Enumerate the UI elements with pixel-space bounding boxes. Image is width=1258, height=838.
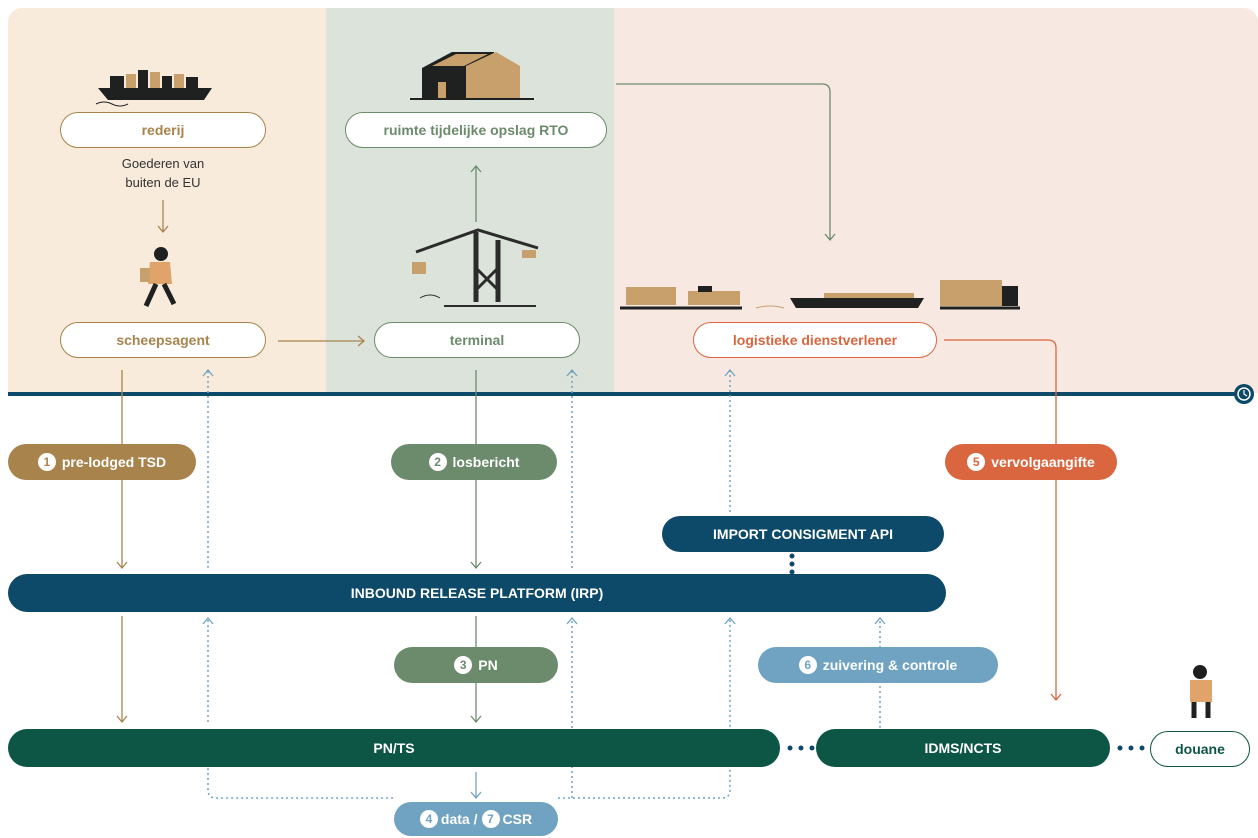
actor-rederij-label: rederij [141, 122, 185, 138]
step-4-label: data / [440, 811, 478, 827]
step-5-vervolgaangifte: 5 vervolgaangifte [945, 444, 1117, 480]
train-icon [620, 286, 742, 310]
ship-icon [95, 70, 212, 107]
step-7-number: 7 [481, 810, 500, 828]
system-irp: INBOUND RELEASE PLATFORM (IRP) [8, 574, 946, 612]
customs-officer-icon [1190, 665, 1212, 718]
system-import-consignment-api: IMPORT CONSIGMENT API [662, 516, 944, 552]
system-pnts: PN/TS [8, 729, 780, 767]
clock-icon [1234, 384, 1254, 404]
goods-note-line2: buiten de EU [125, 175, 201, 190]
actor-rto: ruimte tijdelijke opslag RTO [345, 112, 607, 148]
system-idms-ncts: IDMS/NCTS [816, 729, 1110, 767]
crane-icon [412, 228, 539, 307]
step-5-number: 5 [967, 453, 986, 471]
agent-icon [140, 247, 177, 308]
barge-icon [755, 293, 924, 309]
step-7-label: CSR [502, 811, 533, 827]
goods-note-line1: Goederen van [121, 156, 205, 171]
system-idms-label: IDMS/NCTS [924, 740, 1002, 756]
actor-rederij: rederij [60, 112, 266, 148]
actor-terminal: terminal [374, 322, 580, 358]
truck-icon [940, 280, 1020, 310]
step-1-label: pre-lodged TSD [61, 454, 167, 470]
system-irp-label: INBOUND RELEASE PLATFORM (IRP) [350, 585, 604, 601]
system-api-label: IMPORT CONSIGMENT API [713, 526, 893, 542]
warehouse-icon [410, 52, 534, 100]
step-2-number: 2 [428, 453, 447, 471]
step-6-zuivering-controle: 6 zuivering & controle [758, 647, 998, 683]
system-pnts-label: PN/TS [373, 740, 415, 756]
actor-scheepsagent: scheepsagent [60, 322, 266, 358]
step-6-number: 6 [798, 656, 817, 674]
step-4-number: 4 [419, 810, 438, 828]
actor-logistiek: logistieke dienstverlener [693, 322, 937, 358]
actor-douane: douane [1150, 731, 1250, 767]
goods-note: Goederen van buiten de EU [90, 154, 236, 192]
actor-logistiek-label: logistieke dienstverlener [732, 332, 898, 348]
actor-terminal-label: terminal [449, 332, 505, 348]
actor-rto-label: ruimte tijdelijke opslag RTO [383, 122, 569, 138]
step-4-7-data-csr: 4 data / 7 CSR [394, 802, 558, 836]
actor-scheepsagent-label: scheepsagent [116, 332, 210, 348]
dotted-arrowheads [202, 368, 886, 625]
solid-arrows [116, 83, 1062, 800]
step-1-number: 1 [37, 453, 56, 471]
step-5-label: vervolgaangifte [991, 454, 1095, 470]
actor-douane-label: douane [1175, 741, 1225, 757]
step-6-label: zuivering & controle [822, 657, 958, 673]
step-2-label: losbericht [452, 454, 520, 470]
step-2-losbericht: 2 losbericht [391, 444, 557, 480]
step-3-number: 3 [454, 656, 473, 674]
step-3-pn: 3 PN [394, 647, 558, 683]
system-connectors [787, 553, 1145, 751]
step-1-pre-lodged-tsd: 1 pre-lodged TSD [8, 444, 196, 480]
step-3-label: PN [478, 657, 498, 673]
